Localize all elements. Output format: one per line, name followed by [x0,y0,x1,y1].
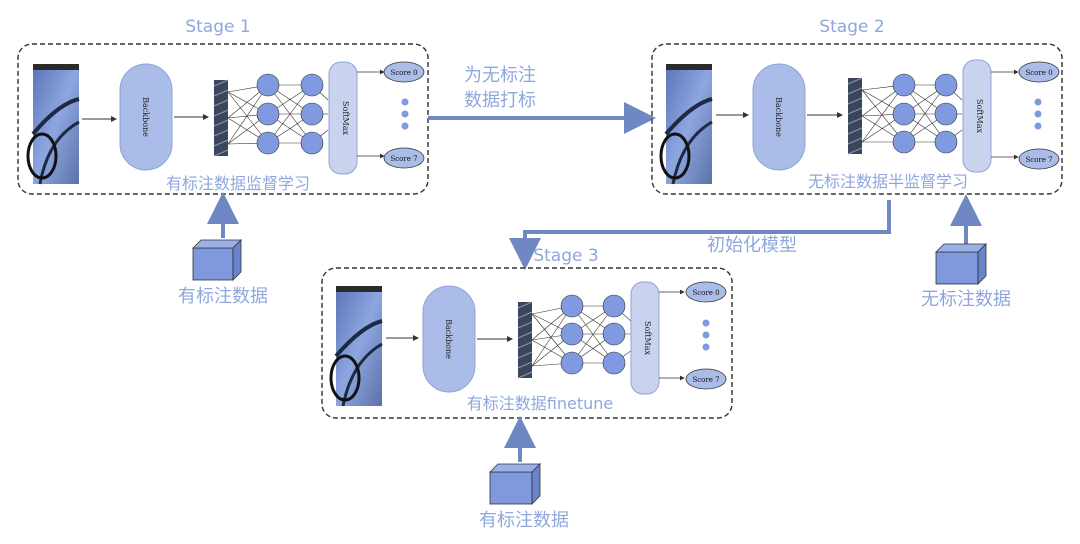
stage-caption: 有标注数据finetune [467,394,613,413]
stage-2-input-label: 无标注数据 [921,289,1011,310]
input-image [26,64,80,185]
arrow-stage2-to-stage3 [509,200,891,270]
labeled-data-cube-3 [489,416,541,505]
softmax-block [630,281,660,395]
score-bottom-node [685,368,727,390]
softmax-label: SoftMax [643,321,652,355]
stage-3-input-label: 有标注数据 [479,510,569,531]
stage-2-title: Stage 2 [819,17,884,37]
labeled-data-cube-1 [192,192,242,281]
softmax-block [962,59,992,173]
softmax-label: SoftMax [975,99,984,133]
stage-3-title: Stage 3 [533,246,598,266]
softmax-block [328,61,358,175]
score-bottom-label: Score 7 [1025,156,1052,164]
stage-3-group: Backbone SoftMax Score 0 Score 7 有标注数据fi… [321,267,733,419]
softmax-label: SoftMax [341,101,350,135]
score-top-node [685,281,727,303]
backbone-label: Backbone [444,319,453,359]
score-top-label: Score 0 [390,69,417,77]
score-bottom-node [1018,148,1060,170]
input-image [659,64,713,185]
feature-map-strip [847,77,863,155]
score-top-label: Score 0 [692,289,719,297]
score-top-node [383,61,425,83]
stage-1-input-label: 有标注数据 [178,286,268,307]
feature-map-strip [517,301,533,379]
score-top-label: Score 0 [1025,69,1052,77]
score-bottom-node [383,147,425,169]
score-top-node [1018,61,1060,83]
arrow-label-init-model: 初始化模型 [707,235,797,256]
score-bottom-label: Score 7 [692,376,719,384]
stage-caption: 无标注数据半监督学习 [808,172,968,191]
arrow-label-line2: 数据打标 [464,90,536,111]
backbone-label: Backbone [774,97,783,137]
backbone-label: Backbone [141,97,150,137]
stage-caption: 有标注数据监督学习 [166,174,310,193]
stage-1-title: Stage 1 [185,17,250,37]
stage-2-box [651,43,1063,195]
input-image [329,286,383,407]
stage-1-group: Backbone SoftMax Score 0 Score 7 [17,43,429,195]
neural-network [227,73,329,155]
score-bottom-label: Score 7 [390,155,417,163]
neural-network [861,73,963,154]
stage-2-group: Backbone SoftMax Score 0 Score 7 无标注数据半监… [651,43,1063,195]
neural-network [531,294,633,375]
unlabeled-data-cube [935,194,987,285]
feature-map-strip [213,79,229,157]
arrow-label-line1: 为无标注 [464,65,536,86]
backbone-block [422,285,476,393]
backbone-block [119,63,173,171]
backbone-block [752,63,806,171]
